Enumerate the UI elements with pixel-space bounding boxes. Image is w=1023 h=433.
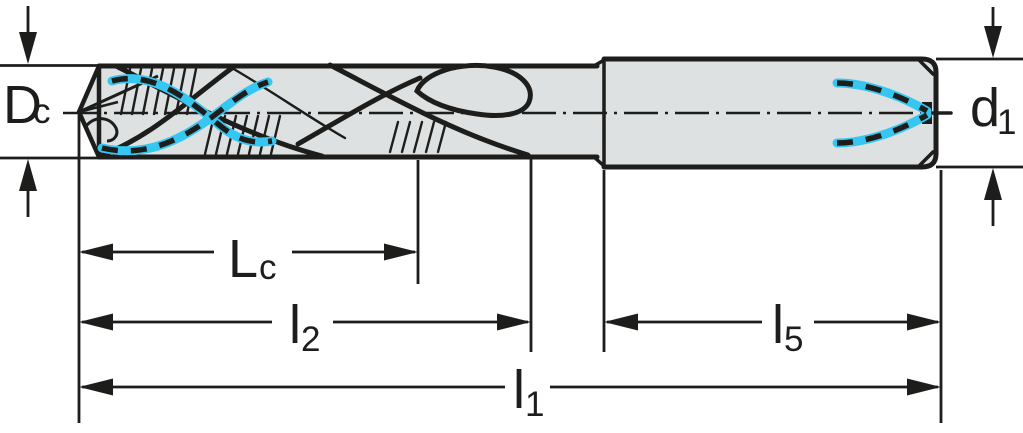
label-flute-length-sub: 2: [301, 320, 320, 359]
coolant-tip-upper-dash: [101, 79, 269, 154]
l2-arrow-left: [79, 313, 113, 331]
l5-arrow-right: [907, 313, 941, 331]
label-cutting-edge-length: L: [228, 229, 258, 289]
flute-edge-thin: [230, 66, 347, 140]
dimension-flute-length: l 2: [79, 295, 531, 359]
label-cutting-diameter-sub: c: [33, 92, 51, 131]
label-overall-length: l: [513, 360, 525, 420]
drill-point-fill: [79, 66, 99, 157]
shank-end-chamfer-top: [918, 59, 935, 76]
dimension-cutting-edge-length: L c: [79, 229, 418, 289]
lc-arrow-left: [79, 243, 113, 261]
flute-spirals: [97, 62, 533, 159]
label-shank-diameter-sub: 1: [997, 103, 1016, 142]
coolant-shank-lower-dash: [836, 112, 929, 146]
coolant-channels-shank: [832, 78, 932, 148]
label-shank-diameter: d: [970, 78, 1000, 138]
flute-curve-4: [327, 62, 531, 158]
chisel-edge-line: [78, 100, 119, 114]
l1-arrow-left: [79, 378, 113, 396]
label-shank-length-sub: 5: [784, 320, 803, 359]
label-cutting-diameter: D: [3, 75, 42, 135]
lc-arrow-right: [384, 243, 418, 261]
extension-lines: [77, 115, 943, 423]
dimension-overall-length: l 1: [79, 360, 941, 424]
dc-arrow-down: [19, 32, 37, 64]
drill-outline: [76, 56, 953, 170]
label-cutting-edge-length-sub: c: [259, 248, 277, 287]
shank-end-chamfer-bottom: [918, 150, 935, 167]
l1-arrow-right: [907, 378, 941, 396]
heel-curve: [84, 117, 119, 143]
label-overall-length-sub: 1: [525, 385, 544, 424]
drill-point-outline: [76, 65, 102, 158]
dc-arrow-up: [19, 159, 37, 191]
dimension-shank-length: l 5: [604, 295, 941, 359]
d1-arrow-up: [984, 168, 1002, 200]
l2-arrow-right: [497, 313, 531, 331]
flute-curve-3: [295, 75, 423, 147]
flute-runout-leaf: [414, 62, 533, 118]
dimension-cutting-diameter: D c: [0, 6, 100, 217]
coolant-shank-upper-dash: [836, 80, 929, 114]
dimension-shank-diameter: d 1: [936, 7, 1023, 226]
d1-arrow-down: [984, 26, 1002, 58]
label-shank-length: l: [772, 295, 784, 355]
l5-arrow-left: [604, 313, 638, 331]
coolant-tip-lower-dash: [111, 75, 273, 145]
coolant-channels-tip: [97, 74, 277, 156]
label-flute-length: l: [289, 295, 301, 355]
